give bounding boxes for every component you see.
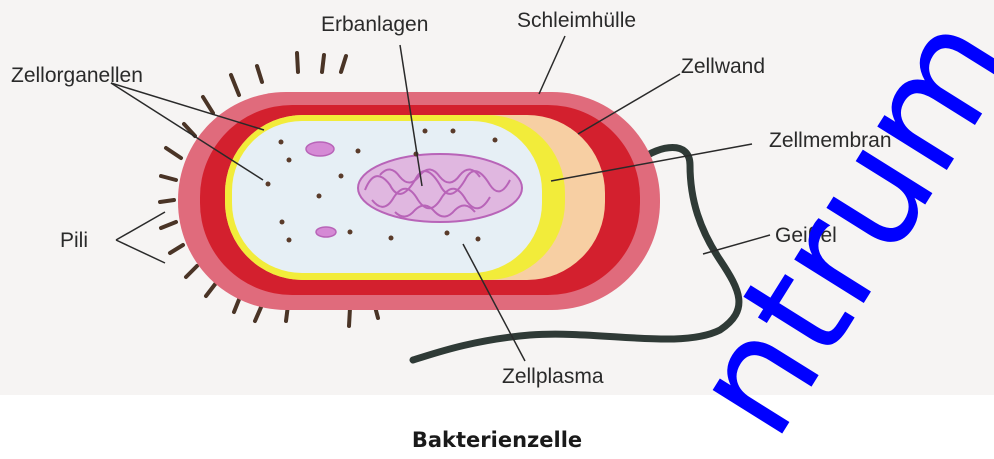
watermark-text: ntrum: [658, 0, 994, 459]
